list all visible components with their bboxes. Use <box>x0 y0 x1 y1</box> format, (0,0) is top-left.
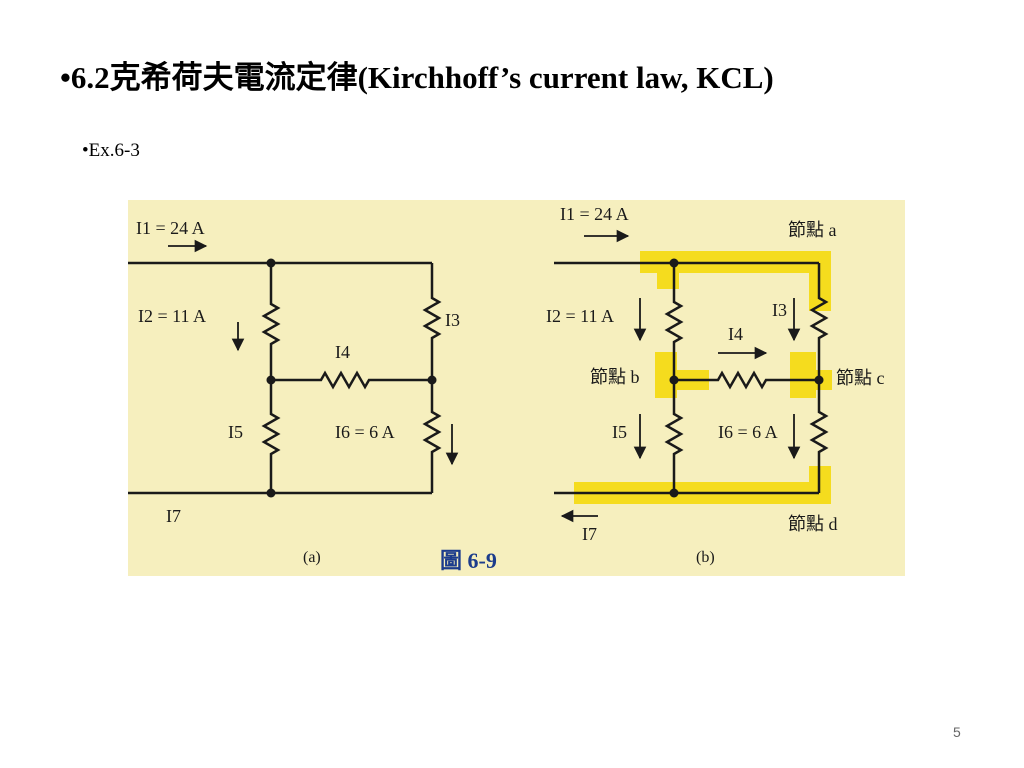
resistor-r4-a <box>271 370 432 390</box>
label-i5-a: I5 <box>228 422 243 442</box>
node-dot <box>427 375 437 385</box>
resistor-r6-a <box>422 380 442 493</box>
node-label-a: 節點 a <box>788 220 837 240</box>
label-i7-b: I7 <box>582 524 597 544</box>
node-dot <box>266 488 276 498</box>
arrows-b <box>560 229 801 523</box>
highlight-node-a <box>657 251 679 289</box>
label-i2-a: I2 = 11 A <box>138 306 206 326</box>
nodes-a <box>266 258 437 498</box>
label-i3-b: I3 <box>772 300 787 320</box>
panel-a-label: (a) <box>303 549 321 566</box>
node-dot <box>669 375 679 385</box>
label-i5-b: I5 <box>612 422 627 442</box>
label-i6-a: I6 = 6 A <box>335 422 395 442</box>
resistor-r2-a <box>261 263 281 380</box>
circuit-panel-b <box>554 261 829 495</box>
label-i2-b: I2 = 11 A <box>546 306 614 326</box>
node-label-c: 節點 c <box>836 368 885 388</box>
resistor-r5-b <box>664 380 684 493</box>
arrows-a <box>168 239 459 466</box>
node-dot <box>814 375 824 385</box>
label-i1-b: I1 = 24 A <box>560 204 629 224</box>
label-i3-a: I3 <box>445 310 460 330</box>
circuit-figure: I1 = 24 A I2 = 11 A I3 I4 I5 I6 = 6 A I7… <box>128 200 905 576</box>
panel-b-label: (b) <box>696 549 715 566</box>
resistor-r6-b <box>809 380 829 493</box>
label-i4-b: I4 <box>728 324 743 344</box>
page-number: 5 <box>953 724 961 740</box>
node-label-d: 節點 d <box>788 514 838 534</box>
resistor-r5-a <box>261 380 281 493</box>
nodes-b <box>669 258 824 498</box>
example-label: •Ex.6-3 <box>82 140 140 161</box>
slide-title: •6.2克希荷夫電流定律(Kirchhoff’s current law, KC… <box>60 60 774 95</box>
resistor-r4-b <box>674 370 819 390</box>
figure-caption: 圖 6-9 <box>440 548 497 573</box>
label-i4-a: I4 <box>335 342 350 362</box>
node-dot <box>669 488 679 498</box>
node-dot <box>266 258 276 268</box>
node-dot <box>669 258 679 268</box>
label-i6-b: I6 = 6 A <box>718 422 778 442</box>
node-dot <box>266 375 276 385</box>
resistor-r2-b <box>664 263 684 380</box>
label-i7-a: I7 <box>166 506 181 526</box>
node-label-b: 節點 b <box>590 367 640 387</box>
resistor-r3-a <box>422 263 442 380</box>
resistor-r3-b <box>809 263 829 380</box>
label-i1-a: I1 = 24 A <box>136 218 205 238</box>
circuit-panel-a <box>128 261 442 495</box>
